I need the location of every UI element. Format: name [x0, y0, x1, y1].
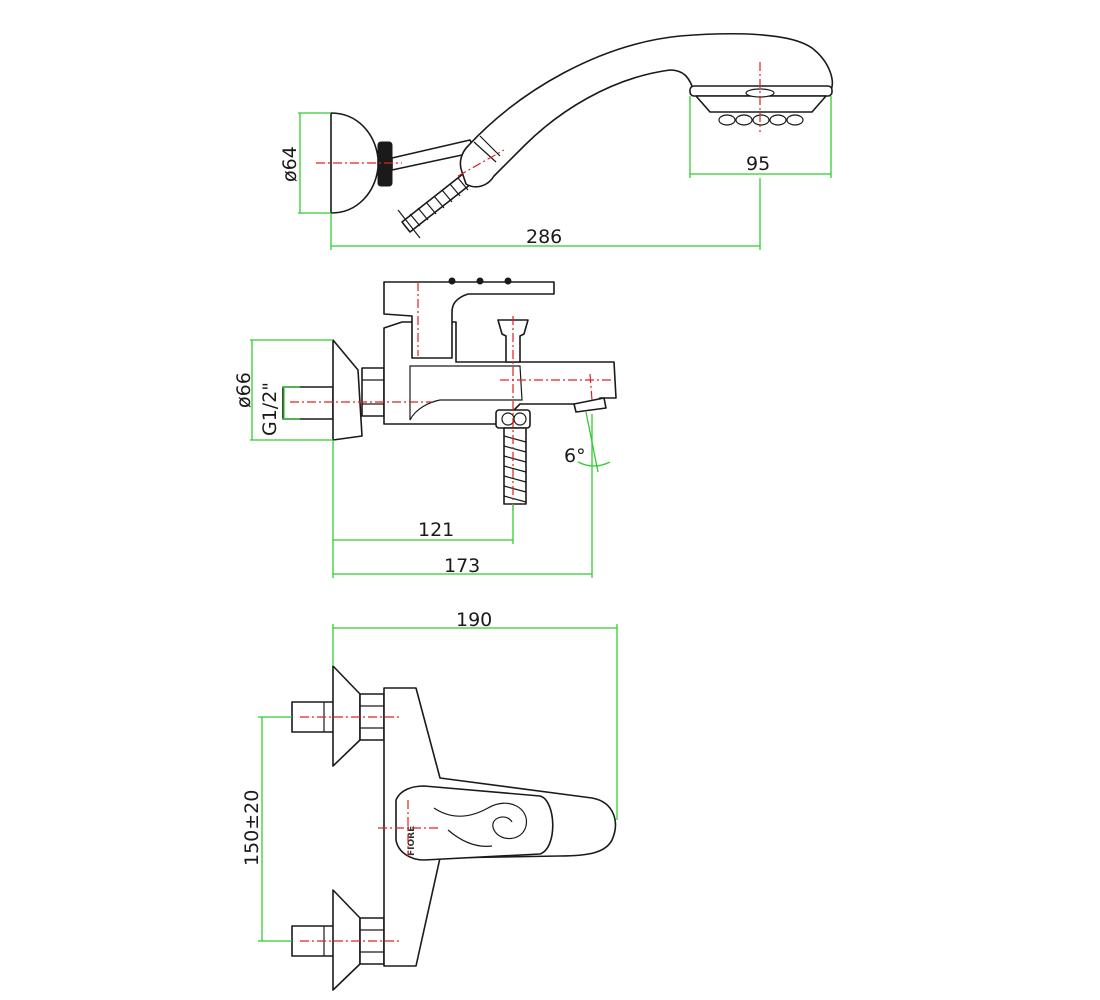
mixer-lever [383, 281, 555, 359]
dim-label-diverter-offset: 121 [418, 519, 454, 541]
top-lever-plate [395, 785, 554, 861]
dim-label-bracket-diameter: ø64 [279, 146, 301, 182]
dim-label-spout-angle: 6° [564, 445, 586, 467]
handshower-view: ø64 95 286 [279, 32, 834, 250]
spout-nozzle [573, 397, 607, 413]
dimension-spout-angle: 6° [564, 411, 611, 473]
dimension-diverter-offset: 121 [332, 440, 514, 578]
dimension-flange: ø66 G1/2" [233, 339, 333, 441]
dimension-inlet-centers: 150±20 [241, 716, 292, 942]
dimension-lever-projection: 190 [332, 609, 618, 820]
handshower-handle [459, 32, 834, 188]
inlet-connector [282, 386, 334, 420]
bracket-nut [377, 141, 393, 187]
mixer-side-view: ø66 G1/2" 6° 121 173 [233, 277, 617, 578]
dimension-bracket-diameter: ø64 [279, 112, 331, 214]
lever-decoration [433, 802, 528, 847]
dim-label-inlet-thread: G1/2" [259, 382, 281, 436]
dim-label-spout-projection: 173 [444, 555, 480, 577]
dim-label-lever-projection: 190 [456, 609, 492, 631]
handshower-hose [397, 169, 477, 239]
wall-flange [332, 339, 363, 441]
brand-logo: FIORE [407, 826, 417, 856]
dimension-total-length: 286 [330, 178, 761, 250]
flange-nut [361, 367, 385, 417]
mixer-top-view: FIORE 190 150±20 [241, 609, 618, 991]
dimension-head-width: 95 [689, 96, 832, 178]
dim-label-flange-diameter: ø66 [233, 372, 255, 408]
dim-label-head-width: 95 [746, 153, 770, 175]
dim-label-total-length: 286 [526, 226, 562, 248]
dim-label-inlet-centers: 150±20 [241, 790, 263, 866]
dimension-spout-projection: 173 [333, 472, 593, 578]
handshower-head [689, 85, 833, 126]
upper-flange [332, 665, 361, 767]
lower-flange [332, 889, 361, 991]
